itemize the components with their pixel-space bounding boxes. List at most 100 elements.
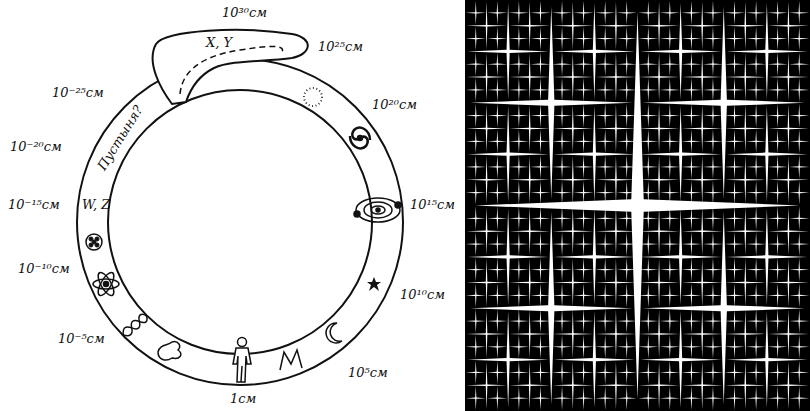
fractal-cross [617, 129, 637, 153]
fractal-cross [638, 335, 658, 359]
fractal-cross [724, 386, 744, 410]
fractal-cross [703, 386, 723, 410]
fractal-cross [639, 258, 680, 306]
fractal-cross [487, 283, 507, 307]
ring-outer [77, 59, 403, 385]
fractal-cross [681, 26, 701, 50]
fractal-cross [638, 232, 658, 256]
fractal-cross [595, 309, 615, 333]
scale-label: 10¹⁰см [400, 288, 445, 302]
scale-label: 10³⁰см [222, 6, 267, 20]
fractal-cross [640, 311, 721, 408]
fractal-cross [746, 52, 766, 76]
fractal-cross [466, 52, 486, 76]
fractal-cross [573, 104, 593, 128]
scale-label: 10¹⁵см [410, 198, 455, 212]
fractal-cross [553, 361, 594, 409]
fractal-cross [553, 258, 594, 306]
fractal-cross [746, 258, 766, 282]
fractal-cross [726, 209, 807, 306]
fractal-cross [746, 26, 766, 50]
fractal-cross [768, 283, 788, 307]
fractal-cross [595, 155, 615, 179]
fractal-cross [468, 106, 549, 203]
fractal-cross [682, 53, 723, 101]
fractal-cross [724, 232, 744, 256]
fractal-cross [487, 78, 507, 102]
fractal-cross [487, 181, 507, 205]
fractal-cross [638, 155, 658, 179]
fractal-cross [552, 52, 572, 76]
fractal-cross [552, 232, 572, 256]
fractal-cross [509, 310, 550, 358]
fractal-cross [768, 129, 788, 153]
fractal-cross [487, 309, 507, 333]
scale-label: 10²⁰см [372, 98, 417, 112]
fractal-cross [768, 361, 809, 409]
fractal-cross [768, 181, 788, 205]
fractal-cross [552, 104, 572, 128]
fractal-cross [596, 361, 637, 409]
fractal-cross [789, 258, 809, 282]
fractal-cross [640, 106, 721, 203]
fractal-cross [553, 207, 594, 255]
fractal-cross [660, 309, 680, 333]
fractal-cross [617, 283, 637, 307]
fractal-cross [509, 207, 550, 255]
fractal-cross [682, 258, 723, 306]
fractal-cross [573, 78, 593, 102]
fractal-cross [638, 360, 658, 384]
fractal-cross [595, 283, 615, 307]
fractal-cross [681, 52, 701, 76]
fractal-cross [660, 206, 680, 230]
fractal-cross [660, 104, 680, 128]
fractal-cross [595, 335, 615, 359]
fractal-cross [768, 309, 788, 333]
fractal-cross [553, 310, 594, 358]
fractal [465, 0, 810, 411]
fractal-cross [789, 104, 809, 128]
fractal-cross [789, 335, 809, 359]
fractal-cross [617, 104, 637, 128]
fractal-cross [703, 78, 723, 102]
fractal-cross [617, 155, 637, 179]
fractal-cross [768, 207, 809, 255]
fractal-cross [768, 53, 809, 101]
fractal-cross [595, 181, 615, 205]
fractal-cross [725, 2, 766, 50]
fractal-cross [487, 26, 507, 50]
fractal-cross [509, 52, 529, 76]
fractal-cross [596, 2, 637, 50]
atom-icon [93, 270, 119, 298]
fractal-cross [617, 258, 637, 282]
scale-label: 1см [230, 392, 256, 406]
fractal-cross [768, 232, 788, 256]
fractal-cross [746, 104, 766, 128]
fractal-cross [746, 78, 766, 102]
fractal-cross [466, 26, 486, 50]
fractal-cross [509, 361, 550, 409]
fractal-cross [638, 129, 658, 153]
fractal-cross [725, 361, 766, 409]
fractal-cross [768, 335, 788, 359]
fractal-cross [530, 335, 550, 359]
fractal-cross [681, 1, 701, 25]
scale-label: 10⁵см [348, 366, 388, 380]
fractal-cross [466, 104, 507, 152]
fractal-cross [466, 2, 507, 50]
fractal-cross [596, 104, 637, 152]
fractal-cross [681, 386, 701, 410]
cell-icon [158, 342, 181, 360]
fractal-cross [466, 155, 486, 179]
fractal-cross [724, 52, 744, 76]
fractal-cross [530, 78, 550, 102]
fractal-cross [595, 26, 615, 50]
fractal-cross [724, 360, 744, 384]
dna-icon [120, 312, 149, 338]
fractal-cross [638, 78, 658, 102]
fractal-cross [553, 2, 594, 50]
fractal-cross [660, 155, 680, 179]
fractal-cross [724, 283, 744, 307]
fractal-cross [682, 156, 723, 204]
fractal-cross [573, 26, 593, 50]
